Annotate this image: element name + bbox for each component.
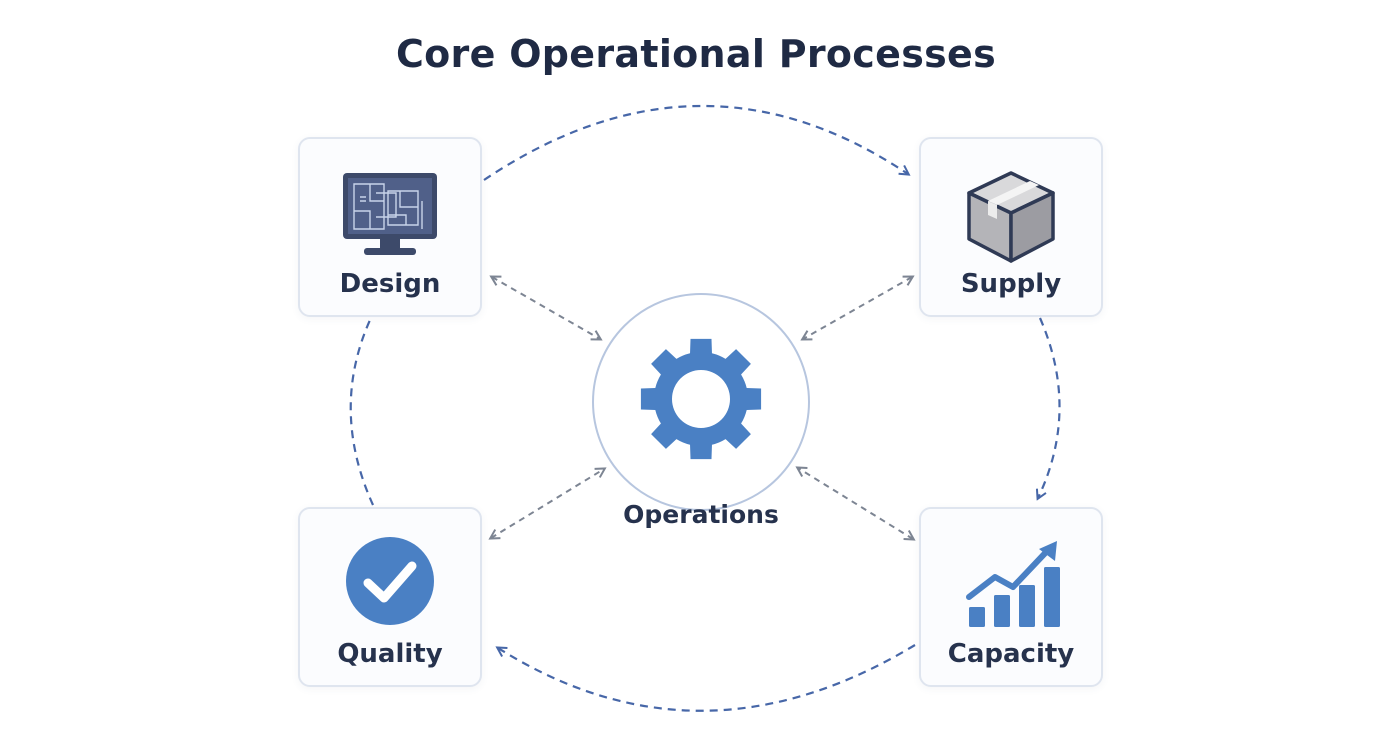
spoke-capacity-operations xyxy=(798,468,913,539)
operations-label: Operations xyxy=(623,500,779,529)
design-card[interactable]: Design xyxy=(298,137,482,317)
operations-node[interactable] xyxy=(592,293,810,511)
spoke-supply-operations xyxy=(803,277,912,339)
cycle-arrow-capacity-to-quality xyxy=(498,644,916,712)
cycle-arrow-quality-to-design xyxy=(349,319,375,506)
blueprint-monitor-icon xyxy=(300,171,480,259)
capacity-card[interactable]: Capacity xyxy=(919,507,1103,687)
quality-label: Quality xyxy=(337,639,443,669)
spoke-design-operations xyxy=(492,277,600,339)
growth-chart-icon xyxy=(921,539,1101,629)
gear-icon xyxy=(638,336,764,462)
supply-label: Supply xyxy=(960,269,1062,299)
spoke-quality-operations xyxy=(491,469,604,538)
box-icon xyxy=(921,167,1101,265)
design-label: Design xyxy=(339,269,441,299)
check-circle-icon xyxy=(300,535,480,627)
cycle-arrow-design-to-supply xyxy=(483,104,908,181)
diagram-title: Core Operational Processes xyxy=(395,32,997,76)
quality-card[interactable]: Quality xyxy=(298,507,482,687)
cycle-arrow-supply-to-capacity xyxy=(1038,317,1061,498)
capacity-label: Capacity xyxy=(947,639,1075,669)
supply-card[interactable]: Supply xyxy=(919,137,1103,317)
